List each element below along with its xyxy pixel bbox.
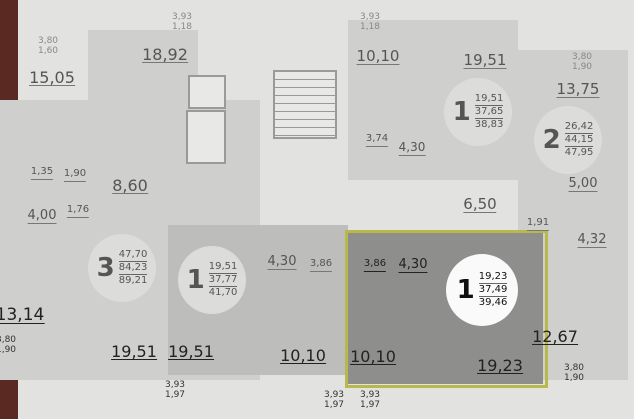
room-area: 13,75 — [556, 80, 600, 98]
total-area: 37,49 — [478, 284, 508, 297]
area-with-balcony: 47,95 — [564, 147, 594, 158]
area-with-balcony: 39,46 — [478, 297, 508, 308]
room-area: 1,90 — [63, 166, 87, 182]
room-area: 1,35 — [30, 164, 54, 180]
room-area: 18,92 — [142, 45, 188, 64]
room-area: 19,51 — [111, 342, 157, 361]
room-area: 10,10 — [356, 47, 400, 65]
total-area: 44,15 — [564, 134, 594, 147]
selected-apartment-outline — [345, 230, 548, 388]
room-area: 4,30 — [398, 140, 426, 156]
corridor-zone — [88, 30, 198, 260]
room-area: 13,14 — [0, 307, 45, 324]
area-with-balcony: 41,70 — [208, 287, 238, 298]
total-area: 37,65 — [474, 106, 504, 119]
balcony-label: 3,801,90 — [0, 335, 17, 355]
living-area: 19,51 — [208, 261, 238, 274]
room-count: 2 — [542, 125, 561, 155]
total-area: 37,77 — [208, 274, 238, 287]
room-area: 10,10 — [350, 347, 396, 366]
room-area: 4,00 — [27, 208, 57, 224]
living-area: 26,42 — [564, 121, 594, 134]
room-area: 19,23 — [477, 356, 523, 375]
room-area: 4,30 — [267, 254, 297, 270]
room-area: 15,05 — [29, 68, 75, 87]
living-area: 19,51 — [474, 93, 504, 106]
staircase — [273, 70, 337, 139]
area-with-balcony: 89,21 — [118, 275, 148, 286]
room-area: 1,76 — [66, 202, 90, 218]
room-area: 3,86 — [309, 256, 333, 272]
room-area: 19,51 — [168, 342, 214, 361]
room-area: 3,74 — [365, 131, 389, 147]
total-area: 84,23 — [118, 262, 148, 275]
room-area: 3,86 — [363, 256, 387, 272]
room-area: 8,60 — [112, 176, 148, 195]
room-count: 1 — [186, 265, 205, 295]
room-area: 12,67 — [532, 327, 578, 346]
living-area: 47,70 — [118, 249, 148, 262]
elevator-shaft — [188, 75, 226, 109]
room-area: 19,51 — [463, 51, 507, 69]
room-count: 1 — [456, 275, 475, 305]
room-area: 1,91 — [526, 215, 550, 231]
living-area: 19,23 — [478, 271, 508, 284]
room-area: 5,00 — [568, 176, 598, 192]
area-with-balcony: 38,83 — [474, 119, 504, 130]
room-area: 4,32 — [577, 232, 607, 248]
room-area: 6,50 — [463, 195, 497, 213]
elevator-shaft — [186, 110, 226, 164]
room-area: 10,10 — [280, 346, 326, 365]
room-count: 1 — [452, 97, 471, 127]
room-area: 4,30 — [398, 257, 428, 273]
room-count: 3 — [96, 253, 115, 283]
